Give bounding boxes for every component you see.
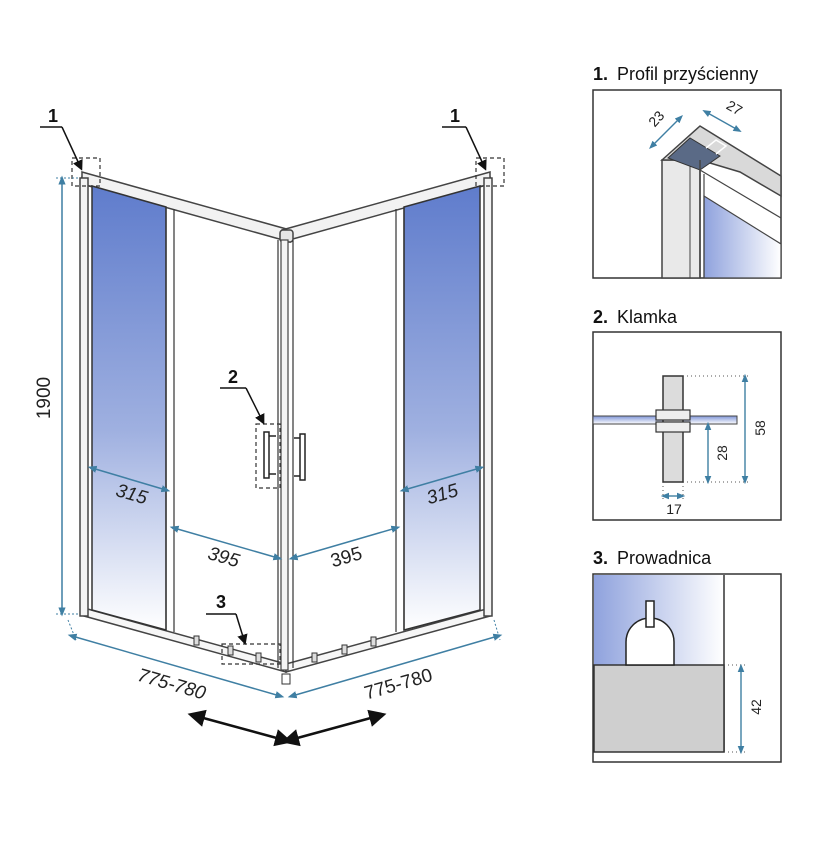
callout-box-2 [255, 423, 281, 489]
detail-guide: 3. Prowadnica 42 [592, 548, 782, 763]
callout-2: 2 [228, 367, 238, 387]
callout-box-1-left [71, 157, 101, 187]
height-label: 1900 [34, 377, 55, 419]
door-handle-left [263, 431, 276, 479]
callouts: 1 1 2 3 [40, 106, 487, 646]
shower-enclosure [71, 157, 505, 673]
corner-post [280, 239, 289, 671]
guide-title: 3. Prowadnica [593, 548, 712, 568]
door-handle-right [294, 433, 306, 481]
handle-dim-half: 28 [714, 445, 730, 461]
width-left-label: 775-780 [135, 665, 208, 705]
profile-title: 1. Profil przyścienny [593, 64, 758, 84]
slide-arrow-right [281, 709, 387, 747]
wall-profile-left [79, 177, 89, 617]
callout-1-right: 1 [450, 106, 460, 126]
detail-handle: 2. Klamka 58 28 17 [592, 307, 782, 521]
guide-dim-height: 42 [748, 699, 764, 715]
profile-dim-b: 27 [724, 97, 746, 119]
callout-box-1-right [475, 157, 505, 187]
handle-dim-width: 17 [666, 501, 682, 517]
detail-profile: 1. Profil przyścienny 23 27 [592, 64, 782, 279]
wall-profile-right [483, 177, 493, 617]
fixed-glass-left [91, 185, 167, 631]
callout-3: 3 [216, 592, 226, 612]
callout-1-left: 1 [48, 106, 58, 126]
fixed-glass-right [403, 185, 481, 631]
slide-arrow-left [187, 709, 293, 747]
width-right-label: 775-780 [362, 665, 435, 704]
handle-dim-total: 58 [752, 420, 768, 436]
handle-title: 2. Klamka [593, 307, 678, 327]
